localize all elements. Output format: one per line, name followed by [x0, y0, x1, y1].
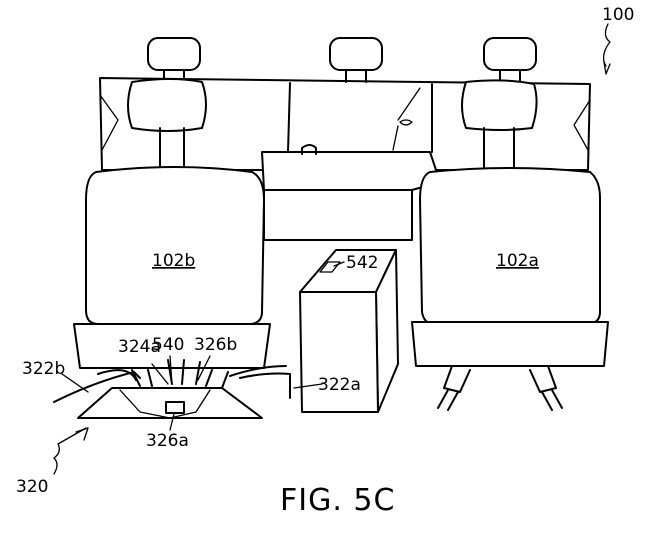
rear-headrest-right	[483, 37, 537, 85]
label-102b: 102b	[152, 251, 195, 271]
seat-102a	[411, 79, 609, 411]
rear-headrest-left	[147, 37, 201, 81]
label-542: 542	[346, 253, 378, 273]
label-326a: 326a	[146, 431, 189, 451]
deployable-assembly	[53, 359, 291, 419]
label-320: 320	[16, 477, 48, 497]
label-326b: 326b	[194, 335, 237, 355]
label-102a: 102a	[496, 251, 539, 271]
figure-caption: FIG. 5C	[280, 483, 395, 518]
label-540: 540	[152, 335, 184, 355]
label-100: 100	[602, 5, 634, 25]
label-322b: 322b	[22, 359, 65, 379]
leader-lines	[53, 23, 611, 475]
seat-102b	[73, 78, 271, 369]
device-box	[299, 249, 399, 413]
label-322a: 322a	[318, 375, 361, 395]
center-console	[261, 144, 441, 241]
label-324a: 324a	[118, 337, 161, 357]
rear-headrest-center	[329, 37, 383, 83]
